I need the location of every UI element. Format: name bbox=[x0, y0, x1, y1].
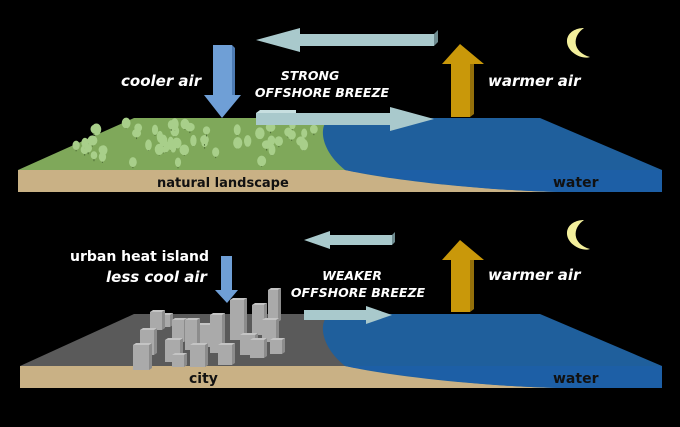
tree-icon bbox=[171, 137, 182, 150]
moon-icon bbox=[566, 220, 590, 250]
tree-icon bbox=[179, 144, 190, 156]
water-front-face bbox=[345, 170, 662, 192]
building-icon bbox=[268, 288, 281, 322]
tree-icon bbox=[167, 138, 174, 151]
tree-icon bbox=[129, 157, 137, 169]
tree-icon bbox=[98, 152, 107, 163]
buildings bbox=[133, 288, 285, 370]
building-icon bbox=[230, 298, 247, 340]
tree-icon bbox=[132, 128, 142, 140]
tree-icon bbox=[159, 134, 168, 147]
tree-icon bbox=[121, 117, 131, 130]
tree-icon bbox=[151, 124, 159, 136]
building-icon bbox=[190, 343, 208, 367]
return-flow-arrow bbox=[304, 231, 395, 249]
tree-icon bbox=[212, 147, 220, 159]
building-icon bbox=[133, 343, 152, 370]
tree-icon bbox=[180, 118, 190, 131]
tree-icon bbox=[243, 135, 252, 147]
land-label: city bbox=[189, 371, 218, 387]
building-icon bbox=[262, 318, 279, 342]
building-icon bbox=[185, 318, 200, 350]
breeze-label-line1: WEAKER bbox=[322, 268, 382, 283]
breeze-label-line1: STRONG bbox=[281, 68, 340, 83]
offshore-breeze-arrow bbox=[256, 107, 434, 131]
tree-icon bbox=[233, 137, 243, 149]
breeze-label-line2: OFFSHORE BREEZE bbox=[291, 285, 426, 300]
land-label: natural landscape bbox=[157, 176, 289, 191]
tree-icon bbox=[255, 127, 265, 140]
tree-icon bbox=[145, 139, 152, 151]
water-front-face bbox=[345, 366, 662, 388]
warm-air-label: warmer air bbox=[488, 72, 582, 90]
tree-icon bbox=[233, 124, 241, 136]
tree-icon bbox=[190, 134, 197, 147]
cool-air-down-arrow bbox=[215, 256, 238, 303]
cool-air-label: cooler air bbox=[121, 72, 203, 90]
top-panel: cooler air STRONG OFFSHORE BREEZE warmer… bbox=[18, 28, 662, 192]
building-icon bbox=[250, 338, 267, 358]
tree-icon bbox=[257, 155, 267, 167]
cool-air-down-arrow bbox=[204, 45, 241, 118]
tree-icon bbox=[261, 140, 272, 151]
water-label: water bbox=[553, 371, 599, 387]
breeze-label-line2: OFFSHORE BREEZE bbox=[255, 85, 390, 100]
tree-icon bbox=[299, 139, 309, 151]
tree-icon bbox=[170, 118, 179, 131]
tree-icon bbox=[154, 143, 164, 156]
tree-icon bbox=[90, 125, 97, 136]
warm-air-up-arrow bbox=[442, 44, 484, 117]
tree-icon bbox=[202, 126, 211, 137]
moon-icon bbox=[566, 28, 590, 58]
building-icon bbox=[270, 338, 285, 354]
urban-heat-island-label: urban heat island bbox=[70, 249, 209, 265]
offshore-breeze-arrow bbox=[304, 306, 392, 324]
tree-icon bbox=[87, 135, 98, 147]
tree-icon bbox=[309, 124, 318, 136]
tree-icon bbox=[174, 157, 182, 169]
tree-icon bbox=[200, 135, 209, 146]
tree-icon bbox=[274, 136, 284, 148]
warm-air-label: warmer air bbox=[488, 266, 582, 284]
building-icon bbox=[172, 353, 187, 367]
building-icon bbox=[150, 310, 165, 330]
building-icon bbox=[218, 343, 235, 365]
cool-air-label: less cool air bbox=[106, 268, 209, 286]
water-label: water bbox=[553, 175, 599, 191]
tree-icon bbox=[84, 143, 93, 155]
warm-air-up-arrow bbox=[442, 240, 484, 312]
tree-icon bbox=[90, 151, 98, 162]
tree-icon bbox=[287, 130, 296, 141]
return-flow-arrow bbox=[256, 28, 438, 52]
bottom-panel: urban heat island less cool air WEAKER O… bbox=[20, 220, 662, 388]
tree-icon bbox=[72, 140, 80, 152]
